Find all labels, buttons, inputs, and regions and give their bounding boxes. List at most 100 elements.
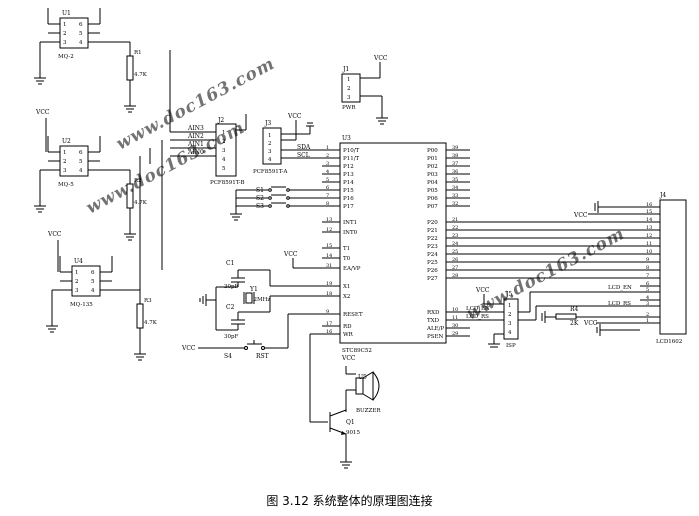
pwr-pin: 2: [347, 86, 351, 92]
sensor-pin: 4: [79, 40, 83, 46]
switch-s2: S2: [236, 194, 322, 202]
mcu-pin-name: RESET: [343, 312, 363, 318]
sensor-pin: 3: [63, 168, 67, 174]
mcu-pin-name: P01: [427, 156, 438, 162]
lcd-pin: 4: [646, 295, 649, 301]
port-wires: LCD_EN LCD_RS: [466, 221, 640, 321]
mcu-pin-name: PSEN: [427, 334, 443, 340]
lcd-vcc-label: VCC: [573, 212, 588, 219]
buzzer-vcc-label: VCC: [341, 355, 356, 362]
mcu-pin-name: P12: [343, 164, 354, 170]
mcu-pin-number: 7: [326, 193, 329, 199]
mcu-pin-name: P07: [427, 204, 438, 210]
switch-s3: S3: [236, 202, 322, 210]
mcu-pin-name: X2: [343, 294, 350, 300]
isp-pin: 1: [508, 303, 512, 309]
lcd-en-label: LCD_EN: [608, 285, 632, 291]
sensor-ref: U2: [62, 138, 71, 145]
adc-input-label: AIN2: [187, 133, 204, 140]
adc-pin: 4: [222, 157, 226, 163]
mcu-pin-number: 2: [326, 153, 329, 159]
i2c-pin: 1: [268, 133, 272, 139]
mcu-pin-number: 37: [452, 161, 458, 167]
mcu-pin-number: 26: [452, 257, 458, 263]
u2-vcc-label: VCC: [35, 109, 50, 116]
i2c-pin: 4: [268, 157, 272, 163]
lcd-pin: 14: [646, 217, 652, 223]
mcu-pin-name: INT1: [343, 220, 357, 226]
sensor-name: MQ-2: [58, 54, 74, 60]
lcd-name: LCD1602: [656, 339, 682, 345]
port-net-label: LCD_RS: [466, 314, 489, 320]
lcd-pin: 10: [646, 249, 652, 255]
mcu-pin-name: P13: [343, 172, 354, 178]
mcu-pin-number: 4: [326, 169, 329, 175]
sensor-pin: 4: [91, 288, 95, 294]
lcd-pin: 2: [646, 312, 649, 318]
i2c-sda-label: SDA: [297, 144, 311, 151]
mcu-pin-name: TXD: [427, 318, 440, 324]
mcu-pin-name: T0: [343, 256, 351, 262]
mcu-pin-number: 13: [326, 217, 332, 223]
mcu-pin-number: 30: [452, 323, 458, 329]
isp-ref: J5: [505, 291, 512, 298]
adc-input-label: AIN3: [187, 125, 204, 132]
mcu-pin-name: P24: [427, 252, 438, 258]
port-net-label: LCD_EN: [466, 306, 490, 312]
mcu-pin-name: P15: [343, 188, 354, 194]
mcu-pin-name: P20: [427, 220, 438, 226]
mcu-pin-number: 17: [326, 321, 332, 327]
mcu-pin-number: 1: [326, 145, 329, 151]
mcu-pin-number: 36: [452, 169, 458, 175]
mcu-pin-name: P16: [343, 196, 354, 202]
sensor-pin: 6: [79, 150, 83, 156]
mcu-pin-number: 32: [452, 201, 458, 207]
mcu-pin-name: P11/T: [343, 156, 360, 162]
mcu-pin-number: 24: [452, 241, 458, 247]
lcd-ref: J4: [659, 192, 666, 199]
sensor-pin: 2: [63, 31, 67, 37]
mcu-pin-number: 33: [452, 193, 458, 199]
resistor-value: 4.7K: [134, 200, 148, 206]
resistor-ref: R1: [134, 50, 142, 56]
adc-pin: 1: [222, 130, 226, 136]
mcu-pin-number: 19: [326, 281, 332, 287]
isp-pin: 4: [508, 330, 512, 336]
mcu-pin-number: 16: [326, 329, 332, 335]
y1-freq: 12MHz: [250, 297, 270, 303]
sensor-name: MQ-5: [58, 182, 74, 188]
resistor-value: 4.7K: [134, 72, 148, 78]
ea-vcc-label: VCC: [283, 251, 298, 258]
pwr-pin: 1: [347, 77, 351, 83]
adc-input-label: AIN1: [187, 141, 204, 148]
i2c-pin: 2: [268, 141, 272, 147]
mcu-pin-number: 29: [452, 331, 458, 337]
mcu-pin-number: 11: [452, 315, 458, 321]
mcu-pin-name: P10/T: [343, 148, 360, 154]
i2c-name: PCF8591T-A: [253, 169, 289, 175]
mcu-pin-name: INT0: [343, 230, 358, 236]
mcu-pin-number: 25: [452, 249, 458, 255]
sensor-pin: 5: [91, 279, 95, 285]
mcu-pin-number: 5: [326, 177, 329, 183]
mcu-pin-number: 15: [326, 243, 332, 249]
sensor-pin: 6: [91, 270, 95, 276]
mcu-pin-name: T1: [343, 246, 350, 252]
mcu-pin-name: P26: [427, 268, 438, 274]
sensor-pin: 2: [63, 159, 67, 165]
sensor-pin: 6: [79, 22, 83, 28]
lcd-rs-label: LCD_RS: [608, 301, 631, 307]
mcu-pin-name: P27: [427, 276, 438, 282]
mcu-pin-name: P14: [343, 180, 354, 186]
mcu-pin-name: P25: [427, 260, 438, 266]
mcu-ref: U3: [342, 135, 351, 142]
u4-vcc-label: VCC: [47, 231, 62, 238]
isp-pin: 2: [508, 312, 512, 318]
adc-pin: 3: [222, 148, 226, 154]
sensor-ref: U1: [62, 10, 71, 17]
